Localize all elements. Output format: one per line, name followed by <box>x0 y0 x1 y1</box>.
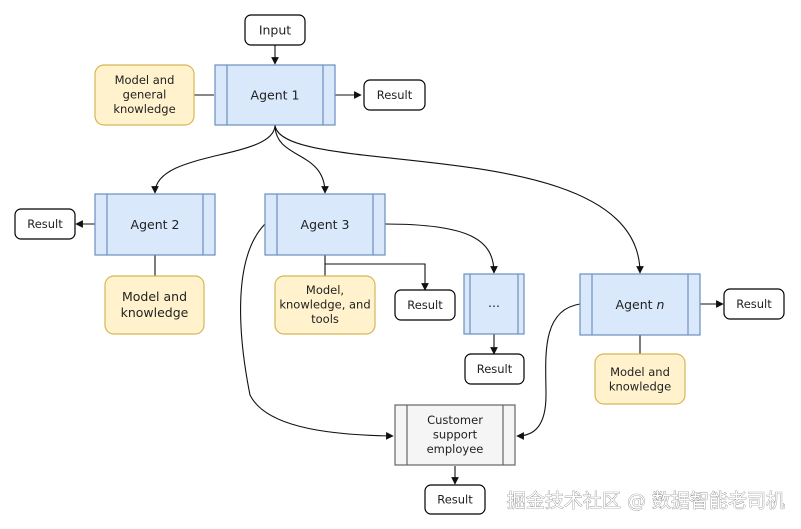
result-n-label: Result <box>736 297 772 311</box>
knowledge-3-box <box>274 275 376 335</box>
agent-n-label: Agent n <box>616 297 665 312</box>
edge-agent3-ellipsis <box>384 223 498 274</box>
result-n-node: Result <box>723 288 785 320</box>
edge-agent3-employee <box>240 223 394 440</box>
agent-2-label: Agent 2 <box>131 217 180 232</box>
knowledge-3-line-2: knowledge, and <box>279 298 370 312</box>
result-ellipsis-box <box>464 353 525 385</box>
edge-agent3-result3 <box>325 263 429 291</box>
result-1-label: Result <box>377 88 413 102</box>
employee-node: Customer support employee <box>394 404 516 466</box>
result-ellipsis-label: Result <box>477 362 513 376</box>
ellipsis-agent-label: ... <box>488 295 500 310</box>
employee-line-3: employee <box>427 442 484 456</box>
input-node: Input <box>244 14 306 46</box>
knowledge-2-line-1: Model and <box>122 289 187 304</box>
knowledge-2-line-2: knowledge <box>121 305 189 320</box>
agent-2-node: Agent 2 <box>94 193 216 256</box>
knowledge-1-node: Model and general knowledge <box>94 64 195 126</box>
edge-agentn-employee <box>516 303 581 440</box>
knowledge-1-line-1: Model and <box>115 73 175 87</box>
result-2-node: Result <box>14 208 76 240</box>
edge-agent1-agent3 <box>274 124 329 194</box>
agent-n-label-suffix: n <box>657 297 665 312</box>
ellipsis-agent-node: ... <box>463 273 525 335</box>
agent-3-label: Agent 3 <box>301 217 350 232</box>
employee-line-1: Customer <box>427 413 483 427</box>
result-2-box <box>14 208 76 240</box>
knowledge-n-line-1: Model and <box>610 365 670 379</box>
knowledge-n-box <box>594 353 686 405</box>
employee-line-2: support <box>433 428 478 442</box>
result-ellipsis-node: Result <box>464 353 525 385</box>
knowledge-1-box <box>94 64 195 126</box>
result-employee-node: Result <box>424 484 486 515</box>
edge-agent1-agentn <box>274 124 644 274</box>
knowledge-2-node: Model and knowledge <box>104 275 205 335</box>
agent-n-box <box>579 273 701 336</box>
result-1-node: Result <box>363 79 426 111</box>
result-3-label: Result <box>407 298 443 312</box>
agent-1-box <box>214 64 336 126</box>
agent-1-label: Agent 1 <box>251 88 300 103</box>
agent-n-node: Agent n <box>579 273 701 336</box>
knowledge-n-line-2: knowledge <box>609 380 671 394</box>
agent-3-box <box>264 193 386 256</box>
knowledge-1-line-3: knowledge <box>113 102 175 116</box>
knowledge-3-line-1: Model, <box>306 283 344 297</box>
knowledge-1-line-2: general <box>123 88 167 102</box>
watermark-text: 掘金技术社区 @ 数据智能老司机 <box>507 490 785 512</box>
knowledge-n-node: Model and knowledge <box>594 353 686 405</box>
edges <box>75 45 724 485</box>
agent-2-box <box>94 193 216 256</box>
result-3-node: Result <box>394 289 456 321</box>
input-label: Input <box>259 23 291 38</box>
result-2-label: Result <box>27 217 63 231</box>
knowledge-2-box <box>104 275 205 335</box>
knowledge-3-node: Model, knowledge, and tools <box>274 275 376 335</box>
edge-agent1-agent2 <box>151 124 276 194</box>
employee-box <box>394 404 516 466</box>
input-box <box>244 14 306 46</box>
ellipsis-agent-box <box>463 273 525 335</box>
result-employee-label: Result <box>437 493 473 507</box>
result-1-box <box>363 79 426 111</box>
agent-n-label-prefix: Agent <box>616 297 657 312</box>
result-3-box <box>394 289 456 321</box>
result-n-box <box>723 288 785 320</box>
agent-3-node: Agent 3 <box>264 193 386 256</box>
agent-1-node: Agent 1 <box>214 64 336 126</box>
result-employee-box <box>424 484 486 515</box>
knowledge-3-line-3: tools <box>311 312 339 326</box>
